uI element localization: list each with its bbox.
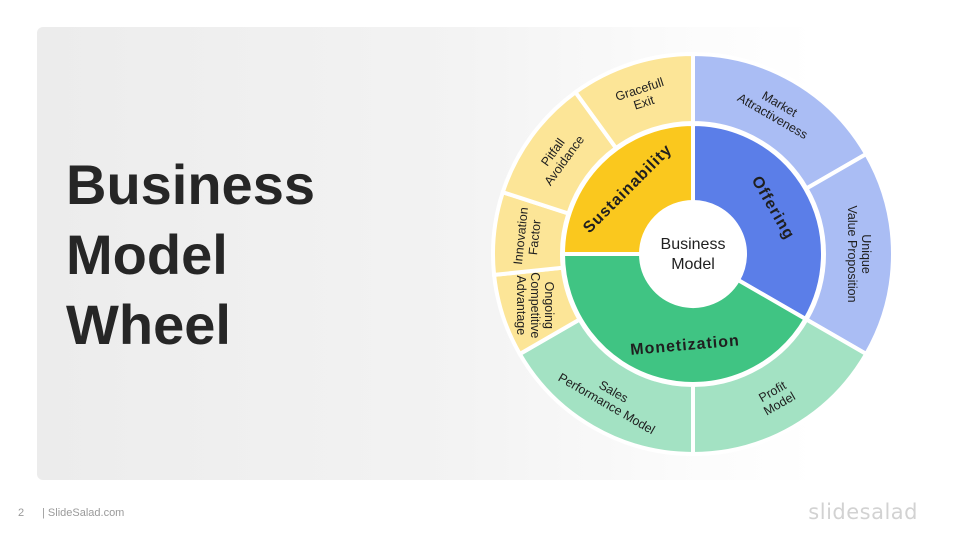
outer-label-ongoing-competitive-advantage: OngoingCompetitiveAdvantage: [514, 272, 556, 338]
center-hub: [641, 202, 745, 306]
footer-site: | SlideSalad.com: [42, 507, 125, 519]
title-line-3: Wheel: [66, 293, 231, 356]
title-line-1: Business: [66, 153, 315, 216]
outer-label-innovation-factor: InnovationFactor: [511, 206, 545, 266]
outer-label-unique-value-proposition: UniqueValue Proposition: [845, 205, 873, 302]
brand-logo: slidesalad: [808, 500, 918, 524]
page-number: 2: [18, 507, 25, 519]
outer-segment-gracefull-exit: [572, 51, 695, 151]
slide-title: Business Model Wheel: [66, 150, 315, 360]
title-line-2: Model: [66, 223, 228, 286]
